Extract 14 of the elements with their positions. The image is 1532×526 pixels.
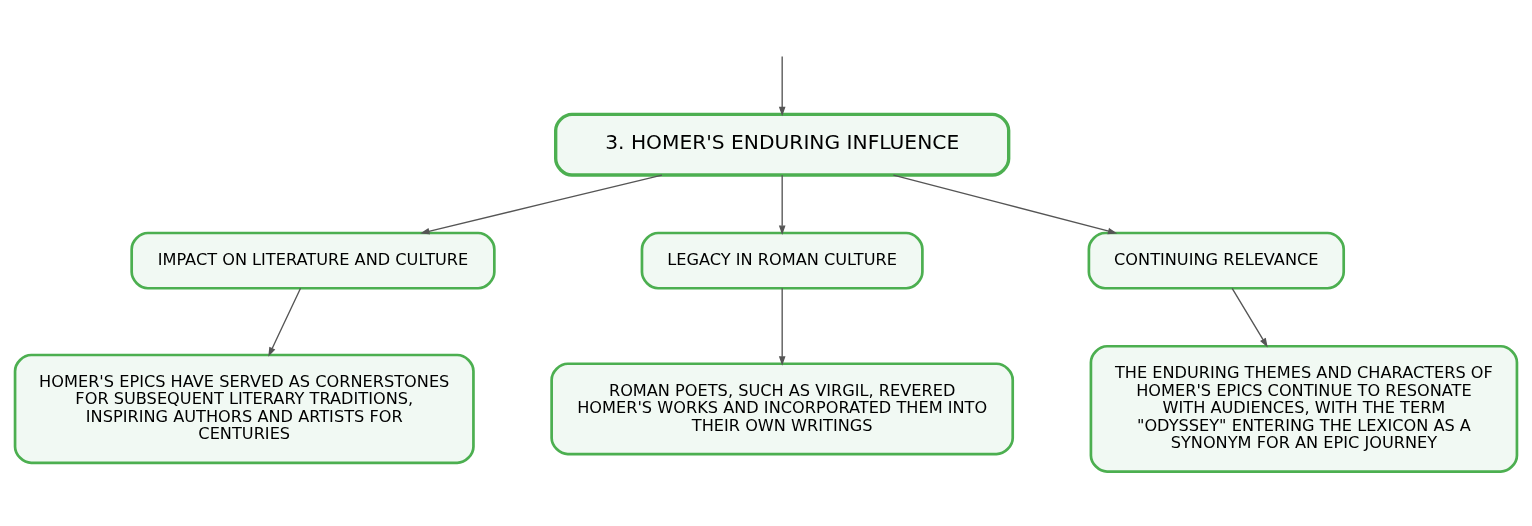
arrow: [1231, 287, 1268, 347]
arrow: [778, 55, 786, 116]
arrow: [778, 174, 786, 235]
arrow: [420, 173, 663, 234]
node-box: HOMER'S EPICS HAVE SERVED AS CORNERSTONES FOR SUBSEQUENT LITERARY TRADITIONS, INSPIRING AUTHORS AND ARTISTS FOR CENTURIES: [13, 353, 475, 464]
arrow: [778, 287, 786, 366]
node-box: ROMAN POETS, SUCH AS VIRGIL, REVERED HOMER'S WORKS AND INCORPORATED THEM INTO THEIR OWN WRITINGS: [550, 361, 1015, 455]
node-box: 3. HOMER'S ENDURING INFLUENCE: [554, 112, 1011, 177]
arrow: [892, 173, 1118, 234]
node-box: THE ENDURING THEMES AND CHARACTERS OF HOMER'S EPICS CONTINUE TO RESONATE WITH AUDIENCES, WITH THE TERM "ODYSSEY" ENTERING THE LEXICON AS A SYNONYM FOR AN EPIC JOURNEY: [1089, 344, 1519, 473]
arrow: [268, 287, 302, 357]
node-box: LEGACY IN ROMAN CULTURE: [640, 231, 924, 290]
node-box: IMPACT ON LITERATURE AND CULTURE: [130, 231, 496, 290]
node-box: CONTINUING RELEVANCE: [1087, 231, 1346, 290]
